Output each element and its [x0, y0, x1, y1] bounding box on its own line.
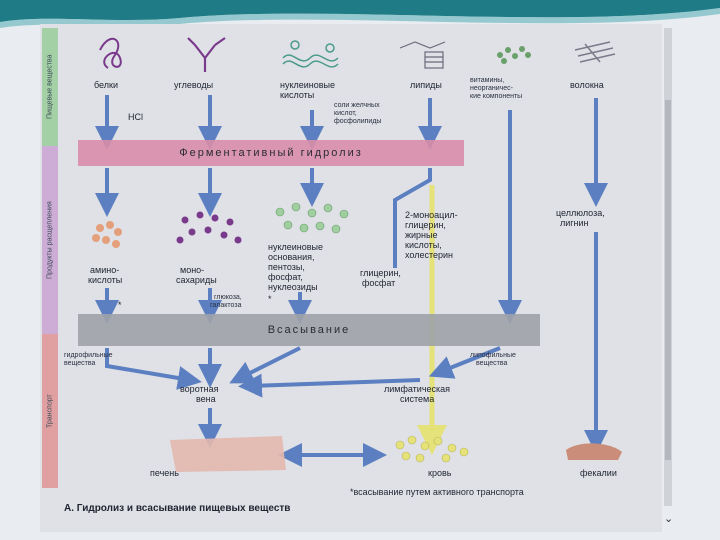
arrows-to-absorption — [95, 288, 312, 324]
label-lipids: липиды — [410, 80, 442, 90]
scroll-down-chevron-icon[interactable]: ⌄ — [664, 513, 674, 525]
label-vitamins-3: кие компоненты — [470, 93, 523, 100]
absorption-band-label: Всасывание — [267, 324, 351, 336]
label-nucleic-2: кислоты — [280, 90, 315, 100]
protein-icon — [99, 37, 122, 69]
label-nucleic-1: нуклеиновые — [280, 80, 336, 90]
label-feces: фекалии — [580, 468, 617, 478]
label-bile-3: фосфолипиды — [334, 118, 382, 125]
label-portal-1: воротная — [180, 384, 219, 394]
label-bile-1: соли желчных — [334, 102, 380, 109]
label-monoacyl-4: кислоты, — [405, 240, 442, 250]
label-lymph-1: лимфатическая — [384, 384, 451, 394]
nucleic-acid-icon — [282, 40, 339, 68]
label-liver: печень — [150, 468, 179, 478]
label-monoacyl-5: холестерин — [405, 250, 453, 260]
label-mono-1: моно- — [180, 265, 205, 275]
label-blood: кровь — [428, 468, 452, 478]
absorption-band-shape — [78, 314, 540, 346]
label-nucl-4: фосфат, — [268, 272, 303, 282]
star-amino: * — [118, 300, 122, 310]
label-glucose-2: галактоза — [210, 302, 242, 309]
label-nucl-2: основания, — [268, 252, 315, 262]
label-glucose-1: глюкоза, — [214, 294, 242, 301]
label-lipophilic-1: липофильные — [470, 352, 516, 359]
diagram-figure — [40, 24, 662, 532]
star-glucose: * — [268, 294, 272, 304]
label-hydrophilic-2: вещества — [64, 360, 96, 367]
figure-caption: А. Гидролиз и всасывание пищевых веществ — [64, 503, 291, 514]
scrollbar-thumb — [665, 100, 671, 460]
label-vitamins-2: неорганичес- — [470, 85, 513, 92]
monosaccharide-dots — [176, 211, 242, 244]
label-nucl-1: нуклеиновые — [268, 242, 324, 252]
fiber-icon — [574, 41, 616, 63]
lipid-icon — [399, 41, 446, 69]
label-lipophilic-2: вещества — [476, 360, 508, 367]
label-monoacyl-1: 2-моноацил- — [405, 210, 458, 220]
hydrolysis-band-label: Ферментативный гидролиз — [179, 147, 363, 159]
label-glycerol-1: глицерин, — [360, 268, 401, 278]
arrows-to-products — [95, 168, 432, 268]
blood-cells — [395, 435, 469, 463]
label-hydrophilic-1: гидрофильные — [64, 352, 113, 359]
label-cellulose-1: целлюлоза, — [556, 208, 605, 218]
label-lymph-2: система — [400, 394, 435, 404]
nucleotide-dots — [275, 202, 349, 234]
label-mono-2: сахариды — [176, 275, 217, 285]
label-fibers: волокна — [570, 80, 604, 90]
liver-shape — [170, 436, 286, 472]
label-monoacyl-3: жирные — [405, 230, 438, 240]
label-carbs: углеводы — [174, 80, 214, 90]
label-portal-2: вена — [196, 394, 216, 404]
label-nucl-5: нуклеозиды — [268, 282, 318, 292]
label-cellulose-2: лигнин — [560, 218, 589, 228]
label-amino-1: амино- — [90, 265, 120, 275]
strip-food — [42, 28, 58, 146]
label-vitamins-1: витамины, — [470, 77, 505, 84]
label-bile-2: кислот, — [334, 110, 357, 117]
label-hcl: HCl — [128, 112, 143, 122]
label-amino-2: кислоты — [88, 275, 123, 285]
strip-transport — [42, 334, 58, 488]
label-glycerol-2: фосфат — [362, 278, 396, 288]
label-proteins: белки — [94, 80, 118, 90]
arrows-to-hydrolysis — [95, 95, 442, 150]
carbohydrate-icon — [187, 37, 226, 72]
label-monoacyl-2: глицерин, — [405, 220, 446, 230]
header-wave — [0, 0, 720, 28]
amino-acid-dots — [92, 221, 122, 248]
wave-shape-dark — [0, 0, 720, 22]
label-nucl-3: пентозы, — [268, 262, 305, 272]
wave-shape-light — [0, 8, 720, 28]
hydrolysis-band-shape — [78, 140, 464, 166]
footnote: *всасывание путем активного транспорта — [350, 487, 524, 497]
feces-shape — [566, 443, 622, 460]
strip-products — [42, 146, 58, 334]
vitamins-icon — [497, 46, 531, 64]
transport-arrows — [105, 346, 501, 467]
